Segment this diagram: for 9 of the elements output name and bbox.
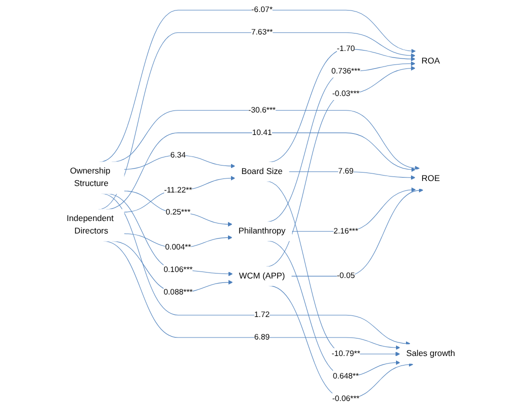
arrow (124, 155, 236, 170)
node-text: ROA (422, 56, 440, 66)
arrow (124, 190, 232, 227)
arrow (288, 171, 416, 180)
node-text: Sales growth (406, 349, 456, 358)
node-text: ROE (422, 174, 440, 184)
arrow (124, 176, 236, 212)
node-text: Board Size (241, 166, 283, 176)
node-text: WCM (APP) (239, 271, 285, 280)
